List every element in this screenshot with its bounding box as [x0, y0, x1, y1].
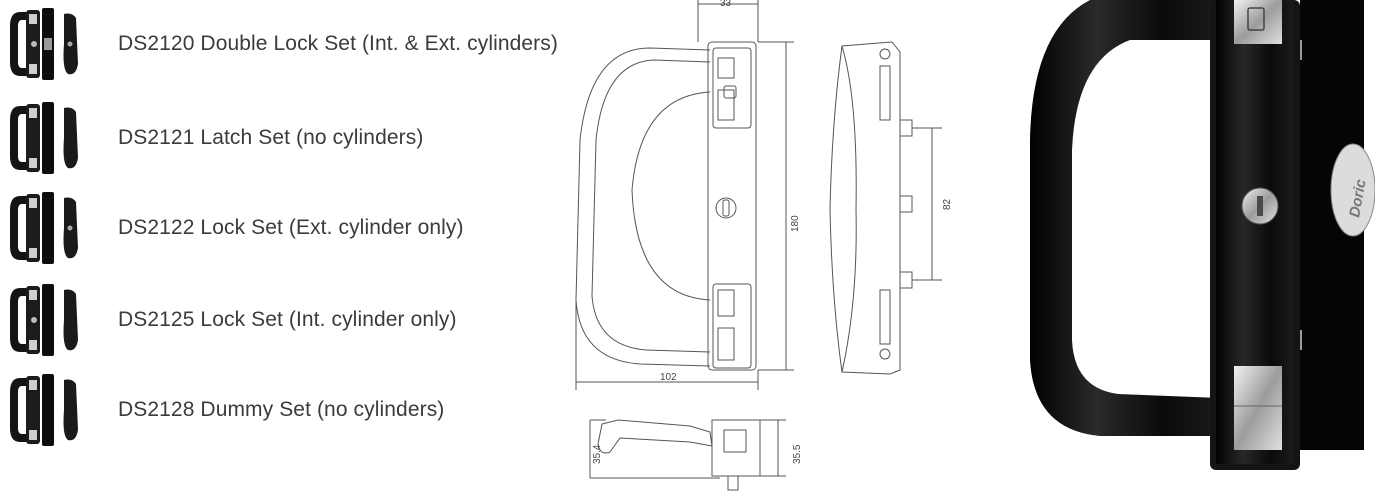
front-view	[575, 41, 757, 371]
variant-item: DS2122 Lock Set (Ext. cylinder only)	[6, 188, 566, 268]
variant-label: DS2125 Lock Set (Int. cylinder only)	[118, 308, 457, 331]
dim-width-label: 102	[660, 372, 677, 383]
brand-logo: Doric	[1346, 177, 1370, 218]
variant-item: DS2120 Double Lock Set (Int. & Ext. cyli…	[6, 4, 566, 84]
top-view: 35.4 35.5	[589, 419, 803, 491]
dim-depth-left-label: 35.4	[592, 444, 603, 464]
dimension-top: 33	[697, 0, 759, 42]
variant-label: DS2128 Dummy Set (no cylinders)	[118, 398, 445, 421]
product-photo: Doric	[1030, 0, 1375, 470]
variant-item: DS2121 Latch Set (no cylinders)	[6, 98, 566, 178]
variant-item: DS2128 Dummy Set (no cylinders)	[6, 370, 566, 450]
variant-label: DS2121 Latch Set (no cylinders)	[118, 126, 424, 149]
variant-list: DS2120 Double Lock Set (Int. & Ext. cyli…	[0, 0, 570, 493]
dimension-width: 102	[575, 300, 759, 390]
technical-drawing: 33 180 102	[575, 0, 953, 491]
variant-item: DS2125 Lock Set (Int. cylinder only)	[6, 280, 566, 360]
dimension-spacing: 82	[912, 127, 953, 281]
variant-label: DS2120 Double Lock Set (Int. & Ext. cyli…	[118, 32, 558, 55]
handle-set-thumbnail-icon	[10, 102, 78, 174]
side-view	[829, 41, 913, 375]
dim-depth-right-label: 35.5	[792, 444, 803, 464]
dim-top-label: 33	[720, 0, 732, 9]
handle-set-thumbnail-icon	[10, 284, 78, 356]
dimension-height: 180	[758, 41, 801, 371]
handle-set-thumbnail-icon	[10, 192, 78, 264]
handle-set-thumbnail-icon	[10, 8, 78, 80]
dim-height-label: 180	[790, 215, 801, 232]
dim-spacing-label: 82	[942, 198, 953, 210]
handle-set-thumbnail-icon	[10, 374, 78, 446]
variant-label: DS2122 Lock Set (Ext. cylinder only)	[118, 216, 464, 239]
